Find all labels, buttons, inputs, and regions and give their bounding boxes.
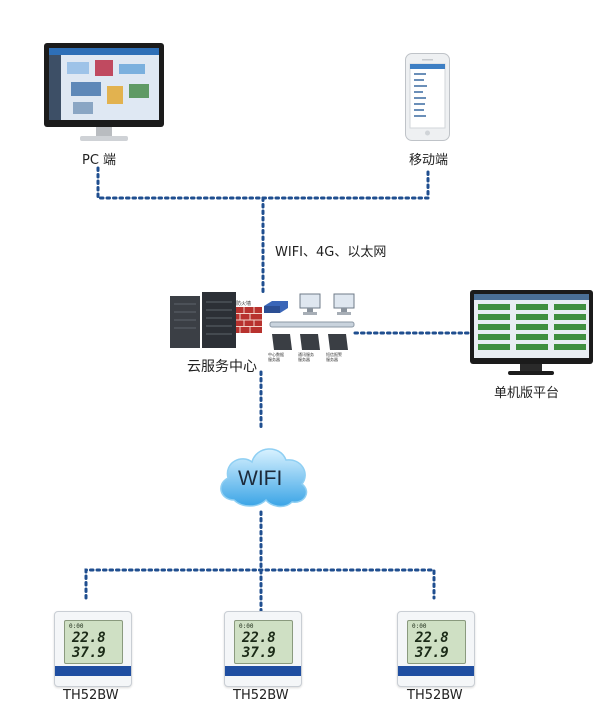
device-label-2: TH52BW xyxy=(233,688,289,703)
sensor-device-2: 0:00 22.8 37.9 xyxy=(224,611,302,687)
sensor-time-2: 0:00 xyxy=(239,623,254,630)
sensor-temp-3: 22.8 xyxy=(415,630,449,646)
server-label-2: 通讯服务 服务器 xyxy=(298,352,314,362)
pc-monitor xyxy=(44,43,164,143)
cloud-center-label: 云服务中心 xyxy=(187,359,257,375)
workstation-icon xyxy=(299,293,355,315)
mobile-label: 移动端 xyxy=(409,153,449,168)
server-bus xyxy=(269,321,355,350)
mobile-phone xyxy=(405,53,450,141)
switch-icon xyxy=(264,301,288,313)
desktop-monitor-icon xyxy=(474,294,589,350)
firewall-label: 防火墙 xyxy=(236,301,252,307)
sensor-lcd-3: 0:00 22.8 37.9 xyxy=(407,620,466,664)
wifi-label: WIFI xyxy=(238,467,283,490)
network-label: WIFI、4G、以太网 xyxy=(275,245,387,260)
sensor-device-1: 0:00 22.8 37.9 xyxy=(54,611,132,687)
sensor-time-1: 0:00 xyxy=(69,623,84,630)
sensor-time-3: 0:00 xyxy=(412,623,427,630)
sensor-hum-2: 37.9 xyxy=(242,645,276,661)
smartphone-icon xyxy=(409,59,446,136)
server-rack-icon xyxy=(170,292,236,348)
sensor-temp-2: 22.8 xyxy=(242,630,276,646)
sensor-hum-1: 37.9 xyxy=(72,645,106,661)
sensor-device-3: 0:00 22.8 37.9 xyxy=(397,611,475,687)
sensor-lcd-2: 0:00 22.8 37.9 xyxy=(234,620,293,664)
pc-screen xyxy=(49,48,159,120)
standalone-screen xyxy=(474,294,589,358)
link-pc xyxy=(96,166,430,200)
link-devices xyxy=(84,568,436,600)
desktop-monitor-icon xyxy=(49,48,159,120)
sensor-hum-3: 37.9 xyxy=(415,645,449,661)
server-label-3: 短信报警 服务器 xyxy=(326,352,342,362)
sensor-temp-1: 22.8 xyxy=(72,630,106,646)
pc-label: PC 端 xyxy=(82,153,117,168)
device-label-1: TH52BW xyxy=(63,688,119,703)
cloud-icon xyxy=(220,448,308,508)
standalone-monitor xyxy=(470,290,593,376)
standalone-label: 单机版平台 xyxy=(494,386,560,401)
firewall-icon xyxy=(236,307,262,333)
server-label-1: 中心数据 服务器 xyxy=(268,352,284,362)
sensor-lcd-1: 0:00 22.8 37.9 xyxy=(64,620,123,664)
device-label-3: TH52BW xyxy=(407,688,463,703)
